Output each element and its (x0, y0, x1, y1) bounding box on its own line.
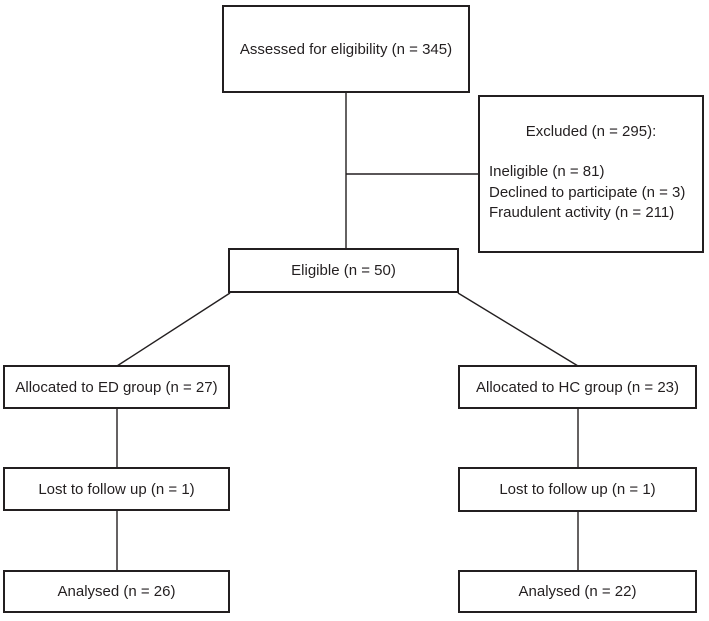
box-allocated-ed-label: Allocated to ED group (n = 27) (15, 378, 218, 396)
box-analysed-ed-label: Analysed (n = 26) (57, 583, 176, 600)
box-analysed-ed: Analysed (n = 26) (3, 570, 230, 613)
box-analysed-hc-label: Analysed (n = 22) (518, 583, 637, 600)
box-lost-ed-label: Lost to follow up (n = 1) (38, 480, 195, 498)
connector-eligible-to-allocated-ed (116, 292, 231, 367)
box-excluded-items: Ineligible (n = 81) Declined to particip… (480, 162, 702, 224)
box-lost-hc-label: Lost to follow up (n = 1) (499, 481, 656, 498)
excluded-item-ineligible: Ineligible (n = 81) (489, 163, 605, 180)
box-allocated-hc-group: Allocated to HC group (n = 23) (458, 365, 697, 409)
box-lost-to-follow-up-ed: Lost to follow up (n = 1) (3, 467, 230, 511)
box-eligible-label: Eligible (n = 50) (291, 262, 396, 279)
box-lost-to-follow-up-hc: Lost to follow up (n = 1) (458, 467, 697, 512)
excluded-item-declined: Declined to participate (n = 3) (489, 183, 686, 201)
box-eligible: Eligible (n = 50) (228, 248, 459, 293)
box-analysed-hc: Analysed (n = 22) (458, 570, 697, 613)
box-excluded: Excluded (n = 295): Ineligible (n = 81) … (478, 95, 704, 253)
box-assessed-for-eligibility: Assessed for eligibility (n = 345) (222, 5, 470, 93)
box-allocated-hc-label: Allocated to HC group (n = 23) (475, 378, 680, 396)
excluded-item-fraudulent: Fraudulent activity (n = 211) (489, 204, 675, 221)
connector-eligible-to-allocated-hc (457, 292, 579, 367)
box-allocated-ed-group: Allocated to ED group (n = 27) (3, 365, 230, 409)
box-excluded-title: Excluded (n = 295): (525, 123, 657, 140)
box-assessed-label: Assessed for eligibility (n = 345) (239, 40, 453, 58)
